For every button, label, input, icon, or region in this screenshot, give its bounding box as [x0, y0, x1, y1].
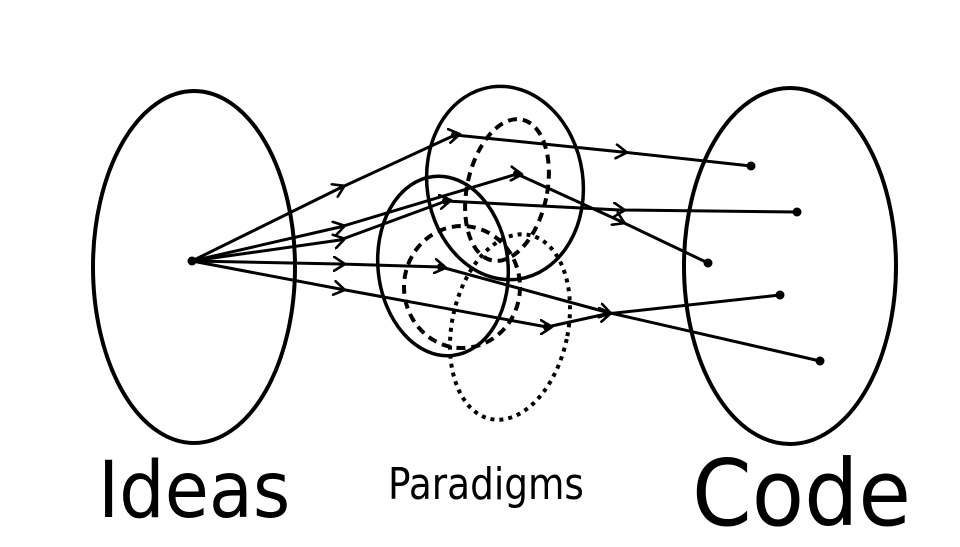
- code-point-1: [746, 161, 756, 171]
- code-set-ellipse: [682, 86, 898, 446]
- paradigm-point-5: [543, 323, 551, 331]
- paradigm-point-2: [513, 170, 521, 178]
- mapping-path-5: [190, 259, 782, 327]
- ideas-label: Ideas: [98, 446, 291, 536]
- paradigm-point-1: [451, 131, 459, 139]
- mapping-path-3: [190, 201, 799, 263]
- code-point-3: [703, 258, 713, 268]
- paradigm-point-4: [437, 263, 445, 271]
- idea-source-point: [187, 256, 197, 266]
- code-point-5: [815, 356, 825, 366]
- code-label: Code: [692, 440, 912, 547]
- mapping-points: [187, 131, 825, 366]
- paradigm-point-3: [442, 197, 450, 205]
- code-point-4: [775, 290, 785, 300]
- paradigms-label: Paradigms: [388, 459, 584, 510]
- ideas-set-ellipse: [91, 89, 297, 445]
- code-point-2: [792, 207, 802, 217]
- paradigm-cluster: [375, 84, 586, 422]
